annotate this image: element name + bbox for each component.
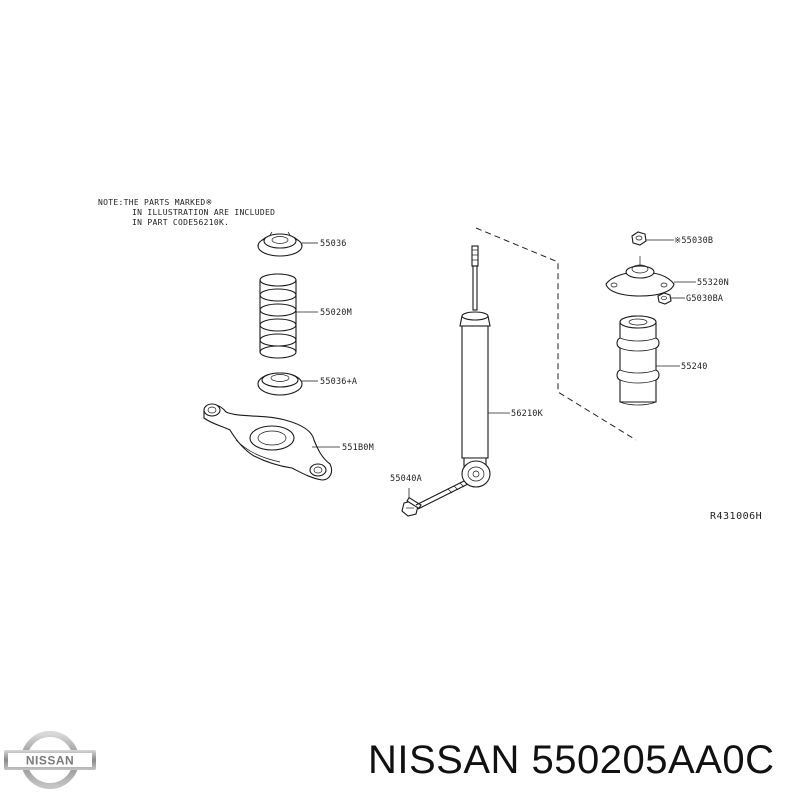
label-55036A: 55036+A xyxy=(320,377,357,387)
mounting-bolt[interactable] xyxy=(401,479,469,517)
label-55240: 55240 xyxy=(681,362,708,372)
label-55020M: 55020M xyxy=(320,308,352,318)
label-55036: 55036 xyxy=(320,239,347,249)
brand-caption: NISSAN 550205AA0C xyxy=(368,738,775,782)
strut-mount[interactable] xyxy=(605,256,675,297)
shock-absorber[interactable] xyxy=(459,245,491,488)
lower-arm[interactable] xyxy=(203,403,333,481)
included-parts-bracket xyxy=(475,227,637,441)
label-56210K: 56210K xyxy=(511,409,544,419)
label-55030B: ※55030B xyxy=(674,236,713,246)
mount-washer[interactable] xyxy=(657,292,672,305)
label-G5030BA: G5030BA xyxy=(686,294,723,304)
bump-stop[interactable] xyxy=(616,315,660,406)
note-line-2: IN ILLUSTRATION ARE INCLUDED xyxy=(132,208,275,217)
lower-spring-seat[interactable] xyxy=(257,372,303,396)
note-line-1: NOTE:THE PARTS MARKED※ xyxy=(98,198,212,207)
label-551B0M: 551B0M xyxy=(342,443,374,453)
logo-wordmark: NISSAN xyxy=(26,754,74,768)
nissan-logo: NISSAN xyxy=(4,731,96,789)
label-55320N: 55320N xyxy=(697,278,729,288)
upper-spring-seat[interactable] xyxy=(257,231,303,257)
note-block: NOTE:THE PARTS MARKED※ IN ILLUSTRATION A… xyxy=(98,198,275,227)
top-nut[interactable] xyxy=(631,231,647,246)
diagram-reference: R431006H xyxy=(710,511,762,522)
coil-spring[interactable] xyxy=(259,273,297,359)
note-line-3: IN PART CODE56210K. xyxy=(132,218,229,227)
label-55040A: 55040A xyxy=(390,474,422,484)
